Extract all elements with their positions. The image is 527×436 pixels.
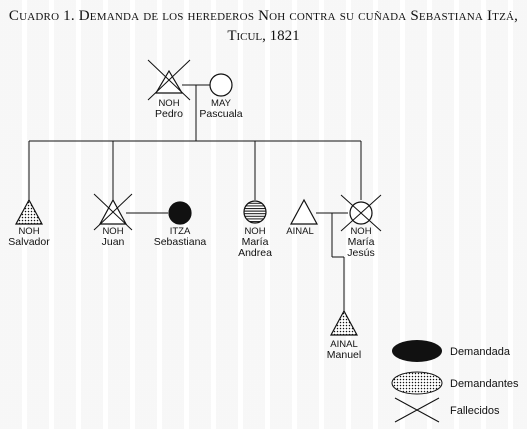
male-symbol [289,198,319,225]
given-name-label: Juan [102,236,125,248]
legend-item-fallecidos: Fallecidos [394,397,500,423]
title-line-1: Cuadro 1. Demanda de los herederos Noh c… [8,8,519,24]
legend-label-demandantes: Demandantes [450,378,519,390]
given-name-label: Pedro [155,108,183,120]
legend-label-fallecidos: Fallecidos [450,405,500,417]
person-sebastiana-itza: ITZA Sebastiana [154,201,207,248]
female-symbol-filled [168,201,192,225]
figure-title: Cuadro 1. Demanda de los herederos Noh c… [0,6,527,46]
legend-cross-icon [394,397,440,423]
given-name-label: Manuel [327,349,361,361]
surname-label: MAY [211,98,232,109]
surname-label: NOH [158,98,179,109]
surname-label: AINAL [330,339,357,350]
given-name-label-2: Jesús [347,247,374,259]
deceased-cross-icon [340,194,382,232]
person-ainal-father: AINAL [286,198,319,237]
kinship-lines [28,84,362,311]
male-symbol [14,198,44,225]
given-name-label: Sebastiana [154,236,207,248]
male-symbol [329,309,359,336]
person-pedro-noh: NOH Pedro [147,59,191,120]
legend-item-demandantes: Demandantes [391,371,519,395]
surname-label: ITZA [170,226,191,237]
given-name-label-2: Andrea [238,247,272,259]
person-maria-andrea-noh: NOH María Andrea [238,200,272,259]
given-name-label-1: María [242,236,269,248]
title-line-2: Ticul, 1821 [227,28,300,44]
person-manuel-ainal: AINAL Manuel [327,309,361,361]
female-symbol [209,73,233,97]
female-symbol-patterned [243,200,267,224]
surname-label: AINAL [286,226,313,237]
surname-label: NOH [102,226,123,237]
deceased-cross-icon [147,59,191,101]
person-salvador-noh: NOH Salvador [8,198,50,248]
surname-label: NOH [350,226,371,237]
deceased-cross-icon [93,193,133,231]
legend-filled-ellipse [392,340,442,362]
given-name-label-1: María [348,236,375,248]
legend-label-demandada: Demandada [450,346,511,358]
surname-label: NOH [18,226,39,237]
person-juan-noh: NOH Juan [93,193,133,248]
surname-label: NOH [244,226,265,237]
male-symbol [154,69,184,94]
legend-item-demandada: Demandada [392,340,511,362]
given-name-label: Pascuala [199,108,242,120]
legend-dotted-ellipse [391,371,443,395]
given-name-label: Salvador [8,236,50,248]
person-pascuala-may: MAY Pascuala [199,73,243,120]
person-maria-jesus-noh: NOH María Jesús [340,194,382,259]
legend: Demandada Demandantes Fallecidos [391,340,519,423]
